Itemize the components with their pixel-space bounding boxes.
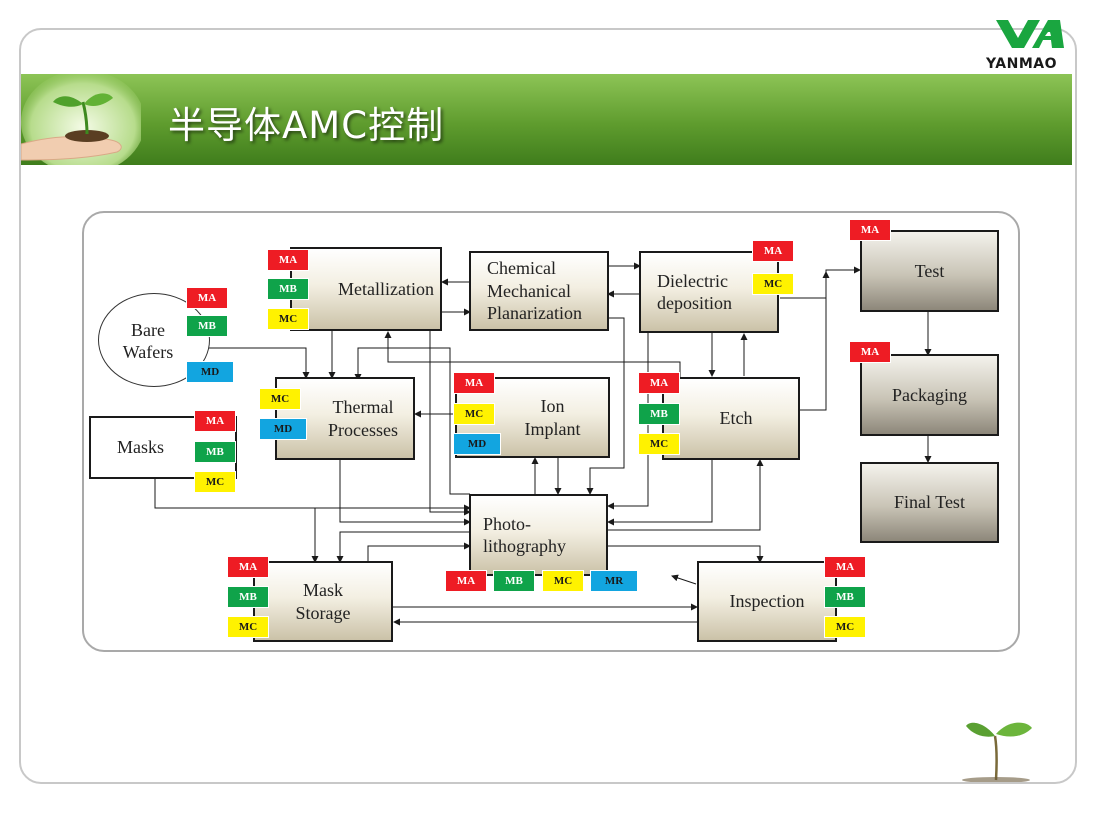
- tag-ma: MA: [849, 341, 891, 363]
- bare-wafers-label: Bare Wafers: [122, 319, 174, 363]
- tag-mc: MC: [194, 471, 236, 493]
- node-packaging: Packaging: [860, 354, 999, 436]
- etch-label: Etch: [719, 408, 753, 429]
- tag-mc: MC: [752, 273, 794, 295]
- tag-mc: MC: [453, 403, 495, 425]
- tag-mb: MB: [194, 441, 236, 463]
- tag-md: MD: [259, 418, 307, 440]
- metallization-label: Metallization: [338, 278, 434, 299]
- tag-mc: MC: [542, 570, 584, 592]
- tag-mb: MB: [493, 570, 535, 592]
- dielectric-label: Dielectric deposition: [657, 270, 732, 314]
- node-test: Test: [860, 230, 999, 312]
- node-final-test: Final Test: [860, 462, 999, 543]
- tag-mc: MC: [638, 433, 680, 455]
- photolithography-label: Photo- lithography: [483, 513, 566, 557]
- tag-ma: MA: [267, 249, 309, 271]
- ion-implant-label: Ion Implant: [524, 396, 581, 439]
- test-label: Test: [914, 260, 945, 281]
- tag-mc: MC: [259, 388, 301, 410]
- tag-ma: MA: [752, 240, 794, 262]
- cmp-label: Chemical Mechanical Planarization: [487, 258, 582, 324]
- inspection-label: Inspection: [729, 591, 805, 612]
- node-bare-wafers-label: Bare Wafers: [108, 316, 188, 366]
- node-photolithography: Photo- lithography: [469, 494, 608, 576]
- tag-md: MD: [186, 361, 234, 383]
- tag-mb: MB: [638, 403, 680, 425]
- tag-mc: MC: [267, 308, 309, 330]
- tag-mc: MC: [824, 616, 866, 638]
- final-test-label: Final Test: [894, 492, 965, 513]
- page-title: 半导体AMC控制: [168, 104, 445, 147]
- logo-text: YANMAO: [986, 56, 1058, 72]
- sprout-icon: [962, 722, 1032, 782]
- tag-ma: MA: [824, 556, 866, 578]
- tag-mb: MB: [227, 586, 269, 608]
- title-banner: [21, 74, 1072, 165]
- tag-ma: MA: [227, 556, 269, 578]
- node-inspection: Inspection: [697, 561, 837, 642]
- packaging-label: Packaging: [892, 384, 967, 405]
- node-chemical-mechanical-planarization: Chemical Mechanical Planarization: [469, 251, 609, 331]
- seedling-hand-icon: [21, 74, 141, 165]
- tag-ma: MA: [849, 219, 891, 241]
- tag-ma: MA: [194, 410, 236, 432]
- tag-mb: MB: [267, 278, 309, 300]
- node-mask-storage: Mask Storage: [253, 561, 393, 642]
- tag-ma: MA: [186, 287, 228, 309]
- tag-mr: MR: [590, 570, 638, 592]
- tag-ma: MA: [445, 570, 487, 592]
- tag-md: MD: [453, 433, 501, 455]
- tag-ma: MA: [453, 372, 495, 394]
- yanmao-logo-icon: [996, 20, 1064, 48]
- tag-mb: MB: [186, 315, 228, 337]
- tag-mb: MB: [824, 586, 866, 608]
- node-metallization: Metallization: [290, 247, 442, 331]
- mask-storage-label: Mask Storage: [295, 580, 351, 623]
- thermal-label: Thermal Processes: [328, 397, 398, 440]
- node-etch: Etch: [662, 377, 800, 460]
- tag-mc: MC: [227, 616, 269, 638]
- masks-label: Masks: [117, 437, 165, 458]
- tag-ma: MA: [638, 372, 680, 394]
